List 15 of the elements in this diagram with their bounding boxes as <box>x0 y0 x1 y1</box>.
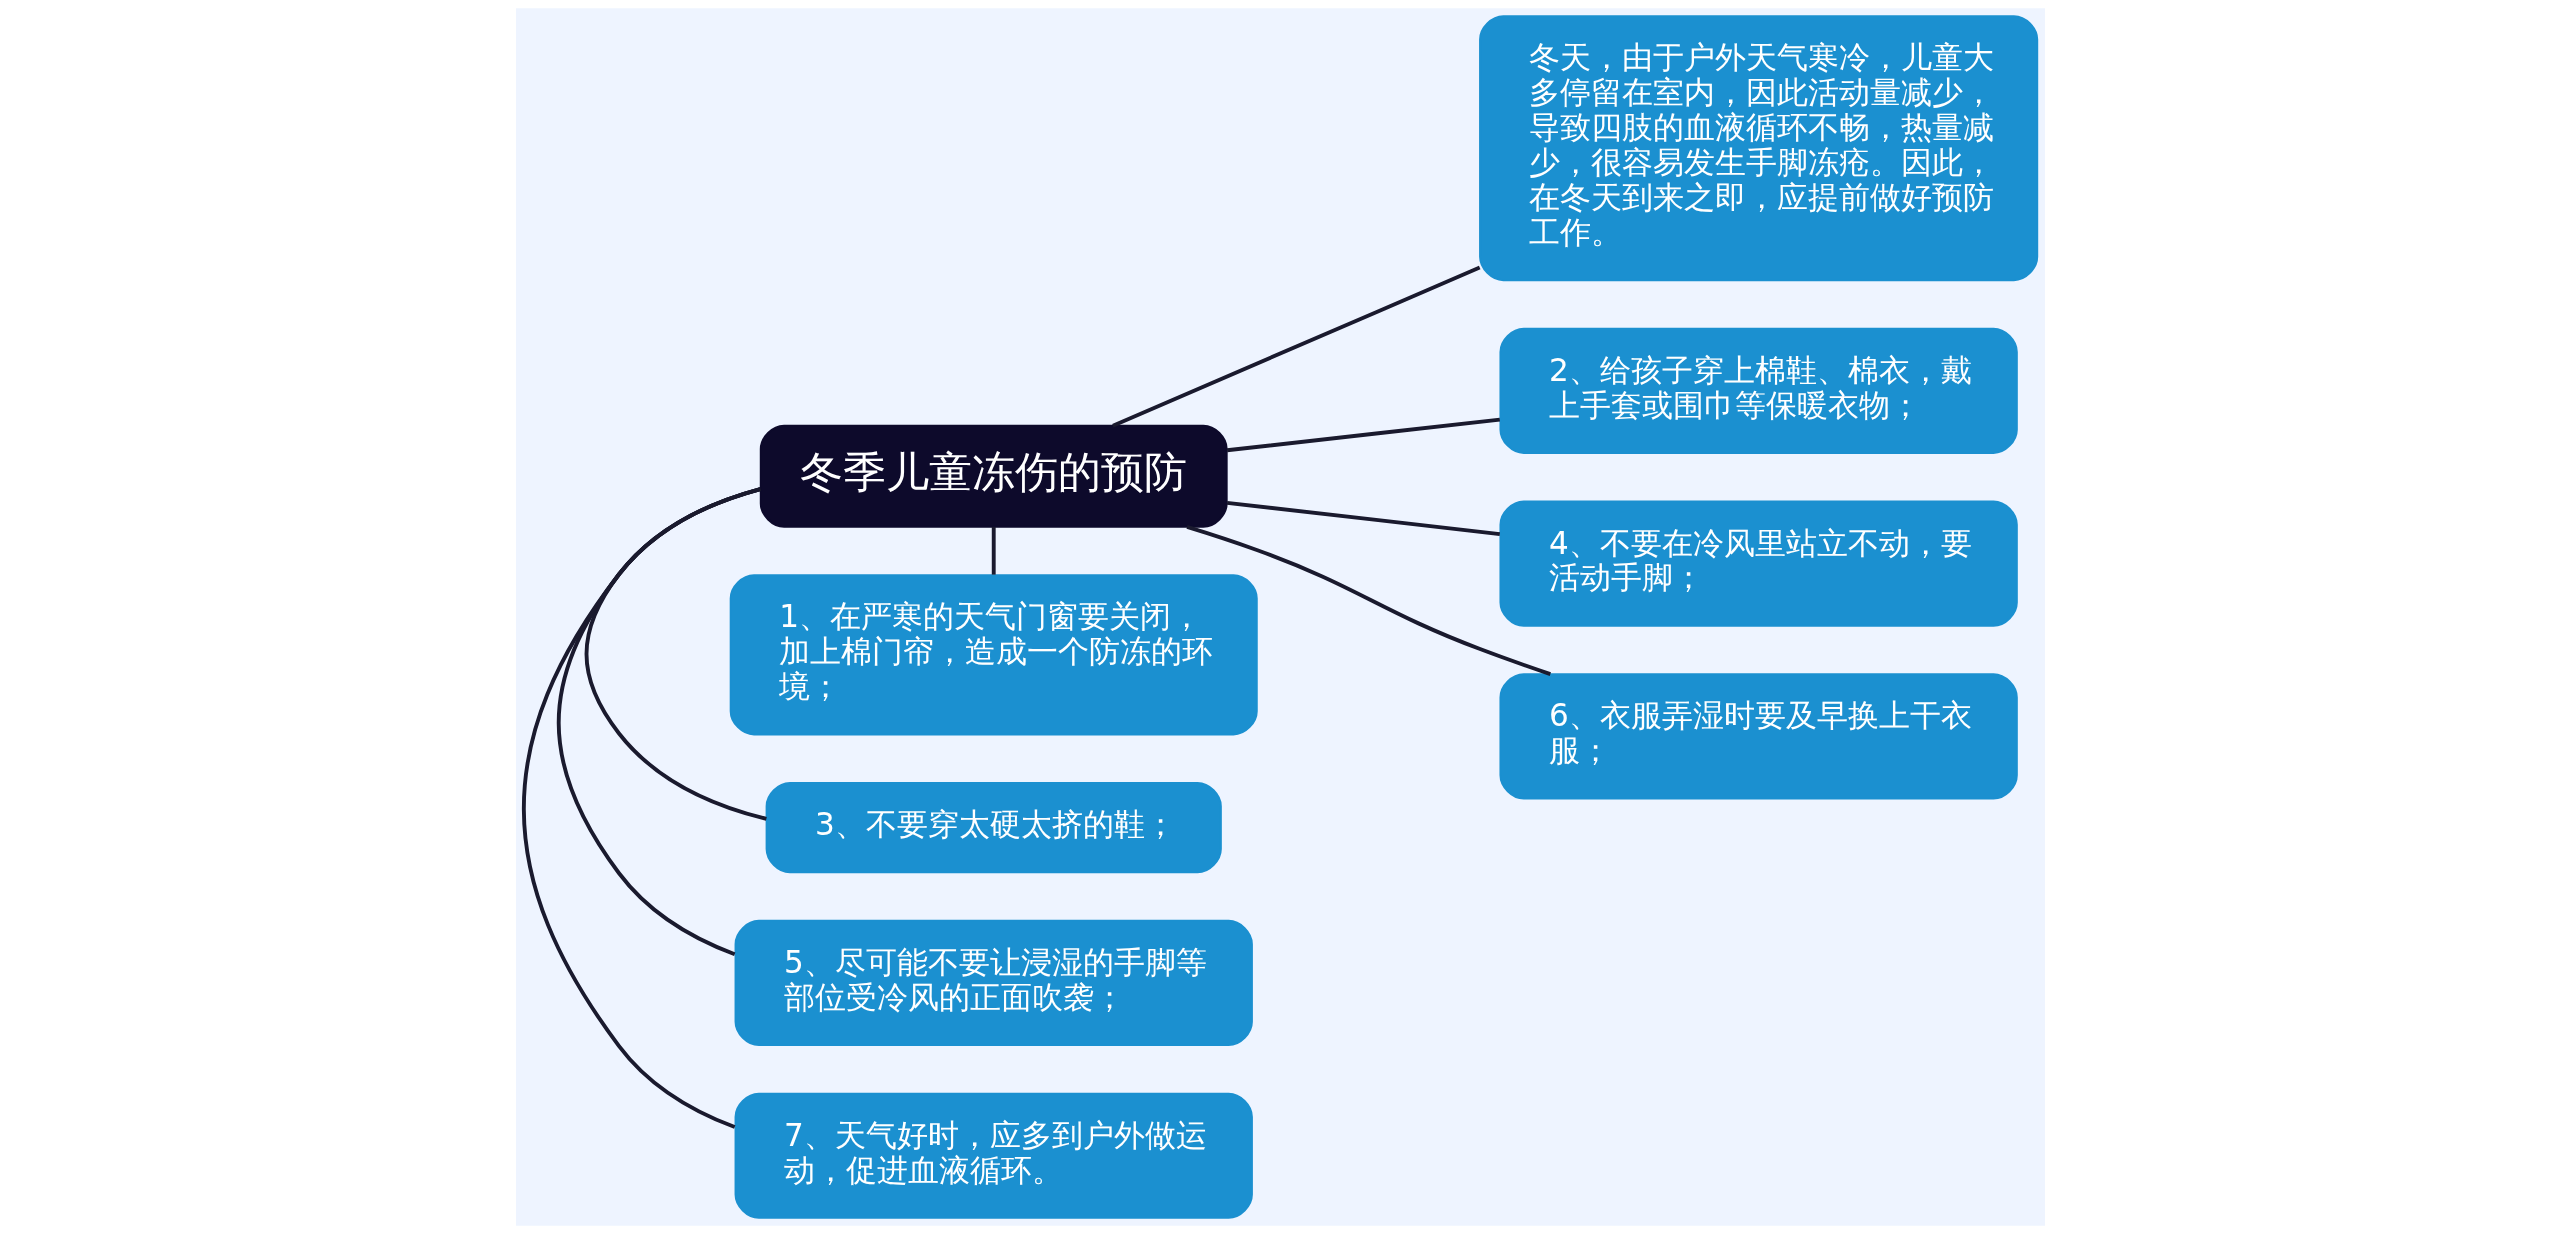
node-box: 3、不要穿太硬太挤的鞋； <box>765 782 1222 874</box>
node-box: 1、在严寒的天气门窗要关闭，加上棉门帘，造成一个防冻的环境； <box>729 574 1258 736</box>
node-box: 7、天气好时，应多到户外做运动，促进血液循环。 <box>734 1092 1253 1219</box>
connector <box>1226 417 1500 453</box>
connector <box>1111 265 1480 428</box>
connector <box>991 527 996 575</box>
connector <box>1226 500 1500 537</box>
connector <box>1186 525 1551 676</box>
node-box: 冬季儿童冻伤的预防 <box>759 424 1228 528</box>
node-box: 5、尽可能不要让浸湿的手脚等部位受冷风的正面吹袭； <box>734 919 1253 1047</box>
connector <box>521 487 761 1129</box>
node-box: 冬天，由于户外天气寒冷，儿童大多停留在室内，因此活动量减少，导致四肢的血液循环不畅，热量减少，很容易发生手脚冻疮。因此，在冬天到来之即，应提前做好预防工作。 <box>1478 15 2038 282</box>
node-box: 4、不要在冷风里站立不动，要活动手脚； <box>1498 500 2018 627</box>
node-box: 2、给孩子穿上棉鞋、棉衣，戴上手套或围巾等保暖衣物； <box>1498 327 2018 454</box>
node-box: 6、衣服弄湿时要及早换上干衣服； <box>1498 673 2018 800</box>
